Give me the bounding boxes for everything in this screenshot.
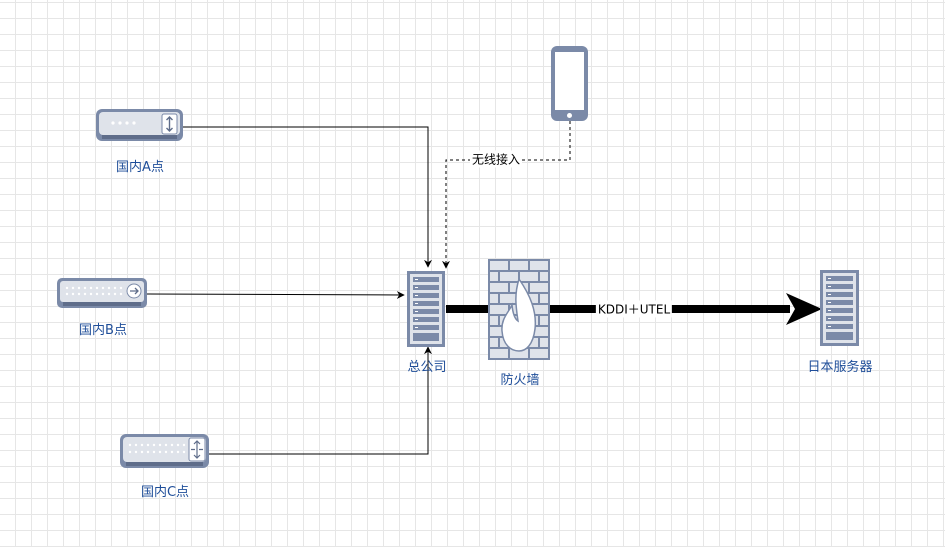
node-label-firewall: 防火墙 bbox=[500, 373, 540, 388]
edge-switch-c-to-hq[interactable] bbox=[209, 346, 432, 455]
node-label-japan-server: 日本服务器 bbox=[807, 360, 873, 375]
node-label-switch-b: 国内B点 bbox=[79, 323, 127, 338]
node-label-router-a: 国内A点 bbox=[116, 160, 164, 175]
node-label-hq: 总公司 bbox=[407, 360, 447, 375]
edge-label-wan: KDDI＋UTEL bbox=[595, 300, 673, 318]
edge-switch-b-to-hq[interactable] bbox=[146, 290, 405, 299]
server-rack-icon[interactable] bbox=[820, 270, 859, 346]
edge-router-a-to-hq[interactable] bbox=[183, 126, 432, 268]
router-icon[interactable] bbox=[96, 109, 183, 141]
switch-icon[interactable] bbox=[57, 278, 147, 308]
firewall-icon[interactable] bbox=[488, 259, 550, 360]
mobile-phone-icon[interactable] bbox=[551, 46, 588, 121]
switch-icon[interactable] bbox=[120, 434, 209, 468]
node-label-switch-c: 国内C点 bbox=[140, 485, 190, 500]
edge-label-wireless: 无线接入 bbox=[469, 150, 523, 168]
edge-phone-to-hq[interactable] bbox=[442, 121, 571, 269]
server-rack-icon[interactable] bbox=[407, 271, 445, 347]
